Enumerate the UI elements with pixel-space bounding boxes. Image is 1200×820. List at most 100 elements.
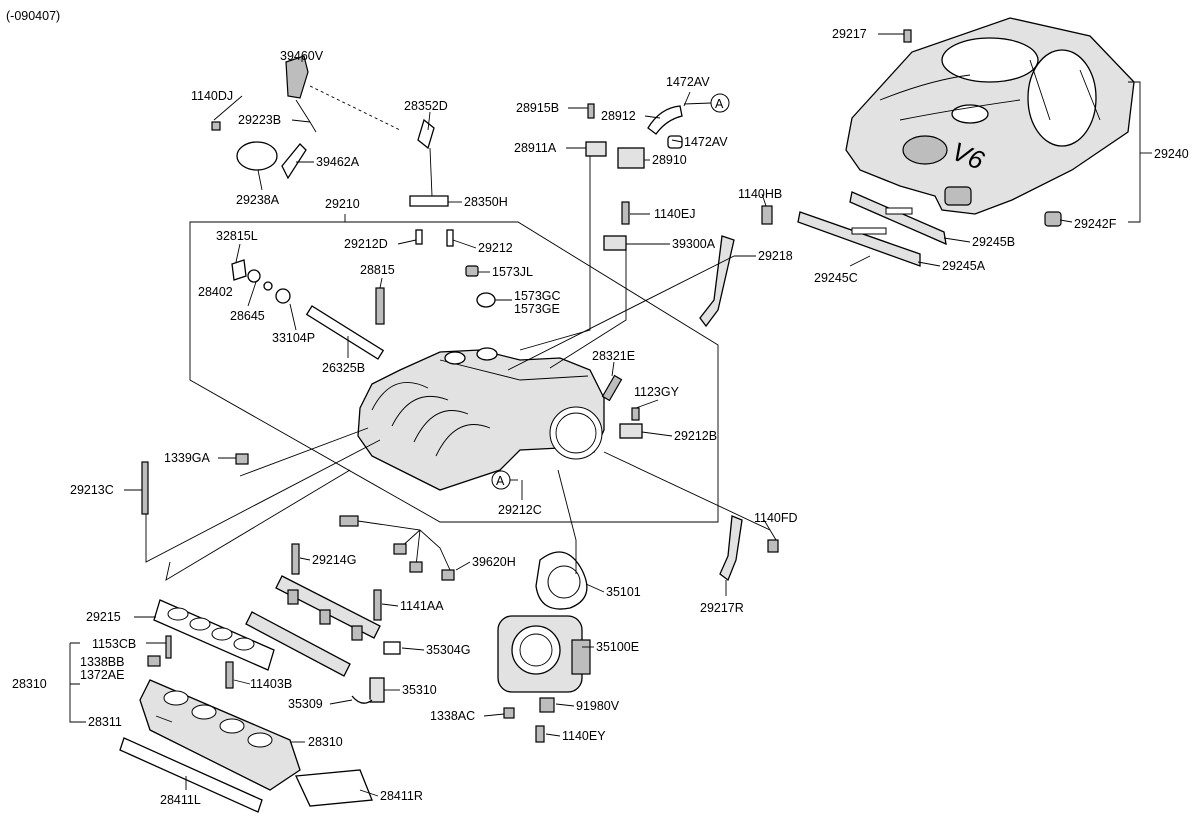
label-29245C: 29245C bbox=[814, 271, 858, 285]
label-1123GY: 1123GY bbox=[634, 385, 680, 399]
stud-1153CB bbox=[165, 635, 172, 659]
intake-gasket-left bbox=[119, 737, 263, 813]
lower-intake-manifold bbox=[139, 679, 301, 791]
label-28911A: 28911A bbox=[514, 141, 557, 155]
label-29212B: 29212B bbox=[674, 429, 717, 443]
label-39462A: 39462A bbox=[316, 155, 360, 169]
o-ring-35309 bbox=[351, 695, 373, 704]
bolt-1140EY bbox=[535, 725, 545, 743]
label-28411R: 28411R bbox=[380, 789, 423, 803]
bolt-11403B bbox=[225, 661, 234, 689]
bolt-29214G bbox=[291, 543, 300, 575]
part-labels: 39460V 1140DJ 29223B 39462A 29238A 28352… bbox=[12, 27, 1189, 807]
cover-bracket-lower bbox=[797, 211, 921, 267]
hose-28912 bbox=[647, 105, 683, 135]
label-29212D: 29212D bbox=[344, 237, 388, 251]
sensor-bracket-assembly bbox=[211, 55, 401, 180]
wiring-harness bbox=[339, 515, 455, 581]
throttle-gasket bbox=[535, 551, 588, 610]
label-1339GA: 1339GA bbox=[164, 451, 211, 465]
label-29223B: 29223B bbox=[238, 113, 281, 127]
bolt-1140HB bbox=[761, 205, 773, 225]
bolt-1123GY bbox=[631, 407, 640, 421]
fuel-rail-lower bbox=[245, 575, 401, 677]
valve-28910 bbox=[617, 147, 645, 169]
label-1372AE: 1372AE bbox=[80, 668, 124, 682]
label-35310: 35310 bbox=[402, 683, 437, 697]
label-29218: 29218 bbox=[758, 249, 793, 263]
label-28815: 28815 bbox=[360, 263, 395, 277]
lower-manifold-gasket-29215 bbox=[153, 599, 275, 671]
nut-1573JL bbox=[465, 265, 479, 277]
label-39460V: 39460V bbox=[280, 49, 324, 63]
bolt-1140FD bbox=[767, 539, 779, 553]
bolt-28815 bbox=[375, 287, 385, 325]
label-35101: 35101 bbox=[606, 585, 641, 599]
label-28321E: 28321E bbox=[592, 349, 635, 363]
revision-code: (-090407) bbox=[6, 9, 60, 23]
label-29214G: 29214G bbox=[312, 553, 356, 567]
intake-manifold-group-outline bbox=[189, 221, 719, 523]
intake-manifold bbox=[357, 347, 605, 491]
sensor-28321E bbox=[601, 374, 623, 402]
sensor-91980V bbox=[539, 697, 555, 713]
bracket-29218 bbox=[699, 235, 735, 328]
nut-1338BB bbox=[147, 655, 161, 667]
label-29217R: 29217R bbox=[700, 601, 744, 615]
grommet bbox=[1044, 211, 1062, 227]
label-1140DJ: 1140DJ bbox=[191, 89, 233, 103]
label-28915B: 28915B bbox=[516, 101, 559, 115]
reference-marker-mid: A bbox=[491, 470, 511, 490]
label-39620H: 39620H bbox=[472, 555, 516, 569]
label-32815L: 32815L bbox=[216, 229, 258, 243]
label-29245B: 29245B bbox=[972, 235, 1015, 249]
label-1573JL: 1573JL bbox=[492, 265, 533, 279]
label-28350H: 28350H bbox=[464, 195, 508, 209]
actuator-29212B bbox=[619, 423, 643, 439]
cover-bracket-upper bbox=[849, 191, 947, 246]
bolt-29213C bbox=[141, 461, 149, 515]
label-26325B: 26325B bbox=[322, 361, 365, 375]
label-35304G: 35304G bbox=[426, 643, 470, 657]
label-39300A: 39300A bbox=[672, 237, 716, 251]
label-29215: 29215 bbox=[86, 610, 121, 624]
label-28310-mid: 28310 bbox=[308, 735, 343, 749]
fuel-rail-upper bbox=[231, 259, 385, 360]
label-1153CB: 1153CB bbox=[92, 637, 136, 651]
label-1472AV-top: 1472AV bbox=[666, 75, 710, 89]
label-29213C: 29213C bbox=[70, 483, 114, 497]
bolt-1140EJ bbox=[621, 201, 630, 225]
cover-bolt bbox=[903, 29, 912, 43]
label-28311: 28311 bbox=[88, 715, 122, 729]
label-1573GC: 1573GC bbox=[514, 289, 561, 303]
sensor-39300A bbox=[603, 235, 627, 251]
label-29212C: 29212C bbox=[498, 503, 542, 517]
label-28352D: 28352D bbox=[404, 99, 448, 113]
label-1573GE: 1573GE bbox=[514, 302, 560, 316]
bracket-28911A bbox=[585, 141, 607, 157]
label-28402: 28402 bbox=[198, 285, 233, 299]
vacuum-hose-assembly bbox=[409, 118, 454, 247]
label-35309: 35309 bbox=[288, 697, 323, 711]
bolt-28915B bbox=[587, 103, 595, 119]
label-29238A: 29238A bbox=[236, 193, 280, 207]
nut-1338AC bbox=[503, 707, 515, 719]
throttle-body bbox=[497, 615, 591, 693]
label-1140FD: 1140FD bbox=[754, 511, 798, 525]
label-1338AC: 1338AC bbox=[430, 709, 475, 723]
label-91980V: 91980V bbox=[576, 699, 620, 713]
reference-letter: A bbox=[496, 474, 505, 488]
label-1141AA: 1141AA bbox=[400, 599, 444, 613]
label-29242F: 29242F bbox=[1074, 217, 1117, 231]
bolt-1141AA bbox=[373, 589, 382, 621]
nut-1339GA bbox=[235, 453, 249, 465]
label-1140HB: 1140HB bbox=[738, 187, 782, 201]
label-29217: 29217 bbox=[832, 27, 867, 41]
engine-cover: V6 bbox=[845, 17, 1135, 215]
label-1140EJ: 1140EJ bbox=[654, 207, 695, 221]
label-28910: 28910 bbox=[652, 153, 687, 167]
bracket-29217R bbox=[719, 515, 743, 582]
injector-35310 bbox=[369, 677, 385, 703]
reference-marker-top: A bbox=[683, 93, 730, 113]
